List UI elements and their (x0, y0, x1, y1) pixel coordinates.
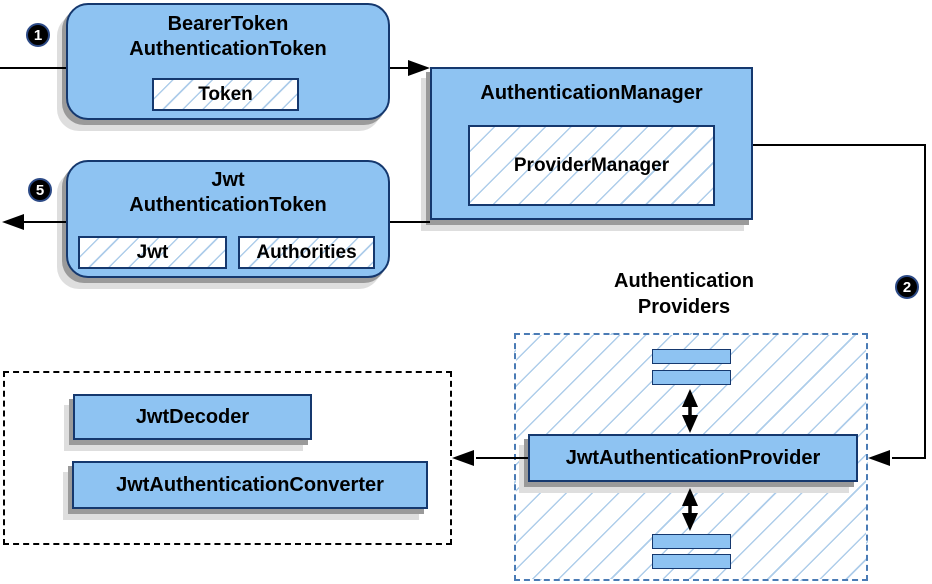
step-2-badge: 2 (895, 275, 919, 299)
jwt-authentication-provider-node: JwtAuthenticationProvider (528, 434, 858, 482)
authorities-field: Authorities (238, 236, 375, 269)
authentication-manager-node: AuthenticationManager ProviderManager (430, 67, 753, 220)
step-5-badge: 5 (28, 178, 52, 202)
bearer-token-authentication-token-node: BearerToken AuthenticationToken Token (66, 3, 390, 120)
jwt-field: Jwt (78, 236, 227, 269)
provider-stub-bar (652, 349, 731, 364)
provider-stub-bar (652, 370, 731, 385)
provider-stub-bar (652, 554, 731, 569)
bearer-token-title-line1: BearerToken (167, 13, 289, 35)
authentication-manager-title: AuthenticationManager (480, 82, 703, 104)
authentication-providers-label: Authentication Providers (564, 268, 804, 320)
bearer-token-node-title: BearerToken AuthenticationToken (68, 12, 388, 62)
provider-manager-inner-box: ProviderManager (468, 125, 715, 206)
flow-bearer-to-manager-arrow (390, 60, 430, 76)
providers-label-line2: Providers (637, 296, 731, 318)
flow-5-outgoing-arrow (2, 214, 66, 230)
token-field: Token (152, 78, 299, 111)
jwt-token-title-line2: AuthenticationToken (129, 194, 327, 216)
jwt-token-title-line1: Jwt (211, 169, 245, 191)
jwt-decoder-node: JwtDecoder (73, 394, 312, 440)
jwt-token-node-title: Jwt AuthenticationToken (68, 168, 388, 218)
provider-stub-bar (652, 534, 731, 549)
step-1-badge: 1 (26, 23, 50, 47)
bearer-token-title-line2: AuthenticationToken (129, 38, 327, 60)
jwt-authentication-token-node: Jwt AuthenticationToken Jwt Authorities (66, 160, 390, 278)
providers-label-line1: Authentication (614, 270, 754, 292)
jwt-authentication-converter-node: JwtAuthenticationConverter (72, 461, 428, 509)
